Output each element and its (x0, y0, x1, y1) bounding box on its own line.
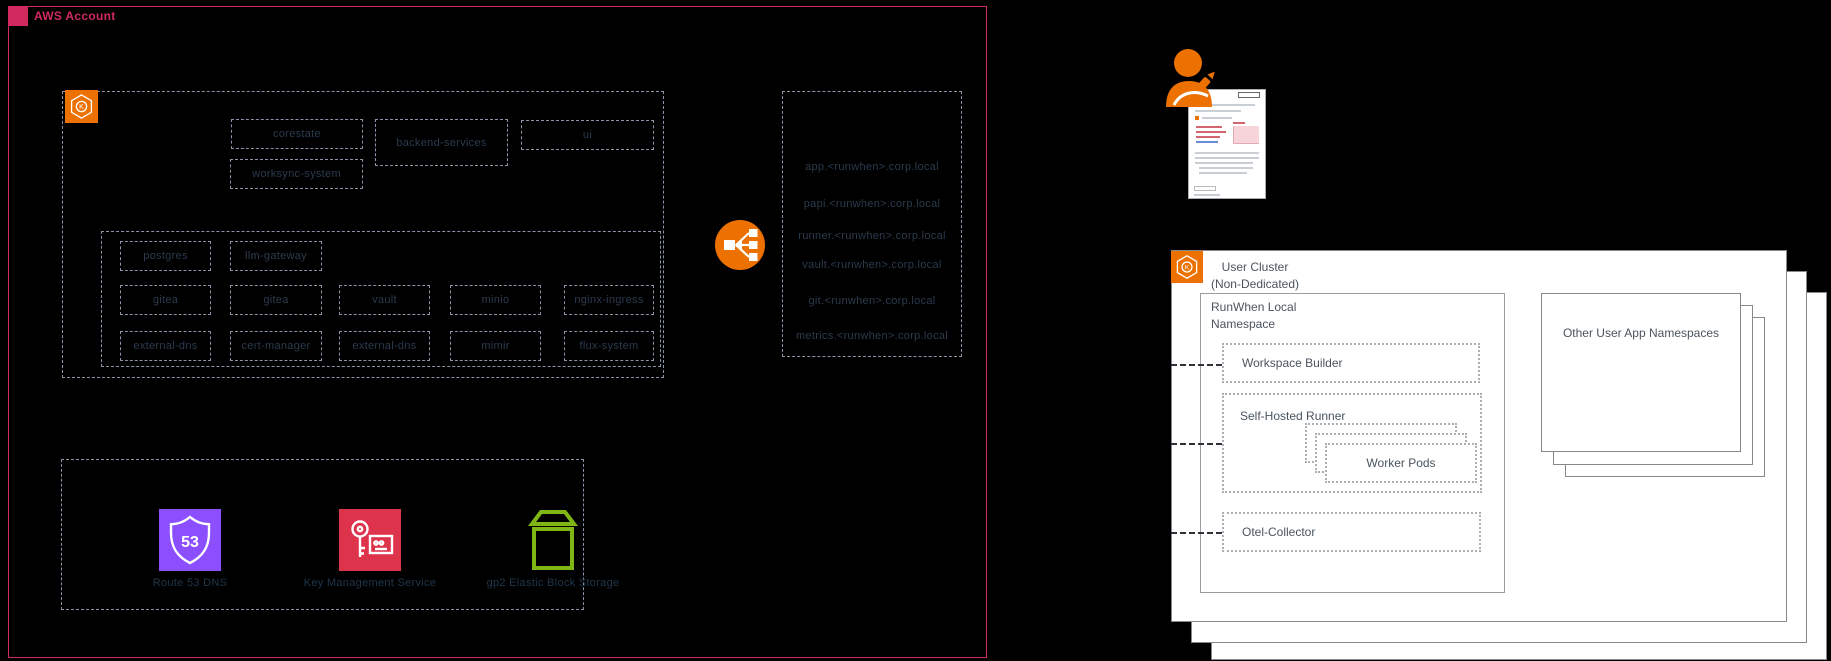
dns-record: git.<runwhen>.corp.local (808, 295, 936, 307)
worker-pods-box: Worker Pods (1325, 443, 1477, 483)
workload-box-nginx-ingress: nginx-ingress (564, 285, 654, 315)
document-line (1195, 157, 1259, 159)
user-cluster-title: User Cluster (Non-Dedicated) (1204, 259, 1306, 293)
user-cluster-title-line2: (Non-Dedicated) (1210, 277, 1300, 291)
connector-workspace-builder (1171, 364, 1222, 366)
document-thumbnail (1188, 89, 1266, 199)
workload-box-flux-system: flux-system (564, 331, 654, 361)
person-arm-stroke (1172, 91, 1209, 106)
dns-record: runner.<runwhen>.corp.local (798, 230, 946, 242)
user-cluster-title-line1: User Cluster (1221, 260, 1289, 274)
kms-label: Key Management Service (303, 577, 437, 589)
document-line (1195, 162, 1253, 164)
workload-box-external-dns: external-dns (339, 331, 430, 361)
workload-box-minio: minio (450, 285, 541, 315)
workload-box-vault: vault (339, 285, 430, 315)
document-button (1238, 92, 1260, 98)
dns-record: app.<runwhen>.corp.local (805, 161, 939, 173)
connector-self-hosted-runner (1171, 443, 1222, 445)
route-53-badge: 53 (181, 534, 199, 551)
person-writing-icon (1166, 49, 1215, 107)
other-namespaces-box: Other User App Namespaces (1541, 293, 1741, 452)
document-red-line (1196, 131, 1226, 133)
dns-zone-group: app.<runwhen>.corp.local papi.<runwhen>.… (782, 91, 962, 357)
document-line (1194, 194, 1220, 196)
workload-box-gitea: gitea (230, 285, 322, 315)
workload-box-llm-gateway: llm-gateway (230, 241, 322, 271)
workload-box-backend-services: backend-services (375, 119, 508, 166)
aws-account-group (8, 6, 987, 658)
dns-record: vault.<runwhen>.corp.local (802, 259, 942, 271)
dns-record: papi.<runwhen>.corp.local (803, 198, 941, 210)
document-line (1199, 167, 1253, 169)
workload-box-cert-manager: cert-manager (230, 331, 322, 361)
connector-otel-collector (1171, 532, 1222, 534)
workload-box-corestate: corestate (231, 119, 363, 149)
document-line (1202, 117, 1232, 119)
self-hosted-runner-box: Self-Hosted Runner (1222, 393, 1482, 493)
route-53-shield-icon: 53 (159, 509, 221, 571)
storage-volume-icon (528, 510, 578, 570)
workload-box-mimir: mimir (450, 331, 541, 361)
document-line (1195, 104, 1255, 106)
document-red-line (1196, 126, 1222, 128)
document-red-line (1196, 136, 1220, 138)
load-balancer-icon (715, 220, 765, 270)
aws-services-group (61, 459, 584, 610)
workload-box-external-dns: external-dns (120, 331, 211, 361)
eks-letter: K (79, 104, 84, 111)
workload-box-worksync-system: worksync-system (230, 159, 363, 189)
aws-account-icon (8, 6, 28, 26)
document-chip (1195, 116, 1199, 120)
workload-box-ui: ui (521, 120, 654, 150)
workload-box-postgres: postgres (120, 241, 211, 271)
ebs-label: gp2 Elastic Block Storage (486, 577, 620, 589)
otel-collector-box: Otel-Collector (1222, 512, 1481, 552)
document-red-line (1233, 122, 1245, 124)
document-blue-line (1196, 141, 1218, 143)
document-chart (1233, 126, 1259, 144)
route-53-label: Route 53 DNS (152, 577, 228, 589)
document-line (1195, 152, 1259, 154)
eks-cluster-icon: K (1171, 251, 1203, 283)
document-line (1195, 110, 1241, 112)
platform-services-group (101, 231, 661, 367)
dns-record: metrics.<runwhen>.corp.local (795, 330, 949, 342)
document-footer-box (1194, 186, 1216, 191)
eks-letter: K (1185, 265, 1190, 272)
document-line (1199, 172, 1247, 174)
key-card-icon (339, 509, 401, 571)
workspace-builder-box: Workspace Builder (1222, 343, 1480, 383)
eks-cluster-group (62, 91, 664, 378)
runwhen-namespace-label-line2: Namespace (1211, 317, 1276, 331)
runwhen-namespace-label: RunWhen Local Namespace (1211, 299, 1296, 333)
runwhen-namespace-label-line1: RunWhen Local (1211, 300, 1297, 314)
eks-cluster-icon: K (65, 90, 98, 123)
workload-box-gitea: gitea (120, 285, 211, 315)
self-hosted-runner-label: Self-Hosted Runner (1240, 409, 1346, 423)
aws-account-label: AWS Account (34, 9, 116, 23)
